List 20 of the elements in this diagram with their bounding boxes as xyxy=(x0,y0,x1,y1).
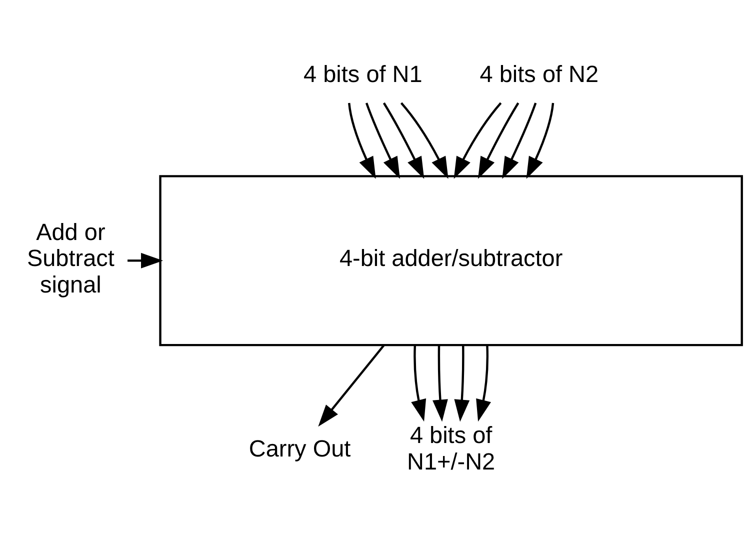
arrow xyxy=(454,102,502,179)
arrow xyxy=(476,345,492,422)
node-box: 4-bit adder/subtractor xyxy=(159,175,743,346)
node-text: 4 bits of N2 xyxy=(480,60,599,87)
node-text: 4 bits of N1 xyxy=(304,60,422,87)
arrow xyxy=(365,102,400,179)
node-text: Add or Subtract signal xyxy=(26,218,114,298)
arrow xyxy=(128,252,164,268)
arrow xyxy=(478,102,520,179)
arrow xyxy=(318,344,385,427)
node-text: Carry Out xyxy=(248,435,351,462)
arrow xyxy=(432,345,448,422)
arrow xyxy=(454,345,470,422)
node-text: 4 bits of N1+/-N2 xyxy=(407,422,496,475)
arrow xyxy=(411,345,426,422)
arrow xyxy=(348,102,376,179)
arrow xyxy=(526,102,554,179)
arrow xyxy=(400,102,448,179)
arrow xyxy=(502,102,537,179)
arrow xyxy=(382,102,424,179)
